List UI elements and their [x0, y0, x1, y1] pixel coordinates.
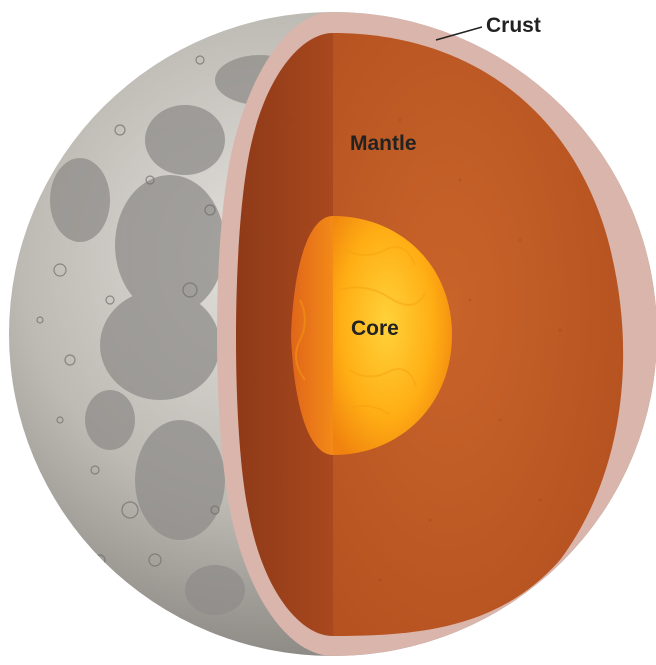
crust-label: Crust [486, 14, 541, 38]
mantle-label: Mantle [350, 132, 417, 156]
core-label: Core [351, 317, 399, 341]
